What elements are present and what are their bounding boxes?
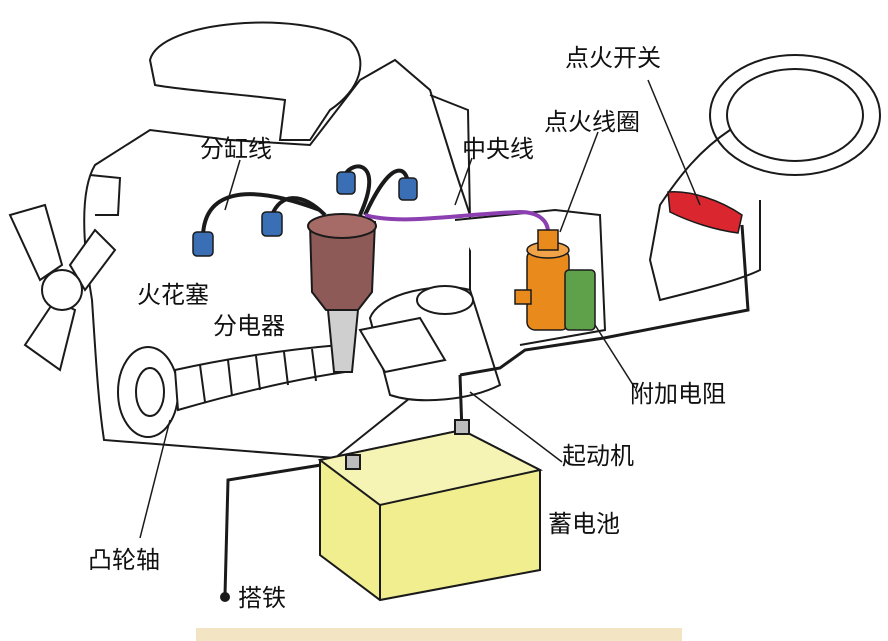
caption-bar (196, 628, 682, 641)
central-wire-line (364, 209, 550, 233)
ballast-resistor-body (564, 269, 596, 331)
label-central-wire: 中央线 (462, 135, 534, 163)
label-distributor-wires: 分缸线 (200, 135, 272, 163)
starter-motor (358, 285, 502, 402)
label-starter: 起动机 (562, 442, 634, 470)
distributor-wires (201, 164, 411, 236)
label-battery: 蓄电池 (548, 510, 620, 538)
engine-block (83, 21, 607, 460)
spark-plug-row (192, 171, 418, 257)
ground-terminal (220, 592, 230, 602)
cooling-fan (8, 203, 117, 372)
label-ignition-switch: 点火开关 (565, 44, 661, 72)
label-distributor: 分电器 (213, 312, 285, 340)
distributor-body (307, 213, 377, 373)
label-ground: 搭铁 (238, 584, 286, 612)
label-ignition-coil: 点火线圈 (544, 108, 640, 136)
battery-body (317, 419, 543, 602)
label-camshaft: 凸轮轴 (88, 546, 160, 574)
camshaft-assembly (117, 343, 347, 438)
steering-wheel (648, 54, 881, 302)
label-spark-plug: 火花塞 (137, 281, 209, 309)
ignition-switch-body (667, 191, 743, 234)
leader-lines (139, 79, 701, 539)
ignition-coil-body (514, 229, 570, 331)
label-ballast-resistor: 附加电阻 (630, 380, 726, 408)
